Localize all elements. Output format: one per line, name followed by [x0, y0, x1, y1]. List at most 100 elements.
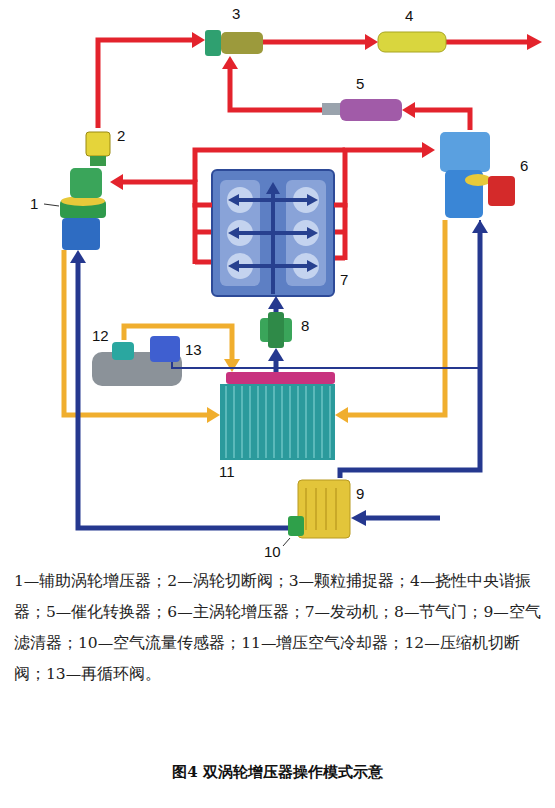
particle-trap-picture	[205, 30, 263, 56]
callout-number: 12	[92, 328, 109, 343]
catalyst-picture	[322, 99, 402, 121]
flow-connector	[268, 296, 284, 312]
resonator-picture	[378, 32, 446, 52]
leader-line	[283, 538, 290, 546]
engine: 7	[212, 170, 334, 296]
arrow-head	[266, 182, 280, 194]
arrow-head	[222, 56, 238, 69]
flow-connector	[402, 102, 470, 130]
arrow-head	[70, 250, 86, 263]
arrow-head	[192, 32, 205, 48]
arrow-head	[110, 174, 123, 190]
callout-number: 6	[520, 158, 528, 173]
flow-line	[230, 67, 322, 110]
catalyst-body	[340, 99, 402, 121]
flow-connector	[340, 220, 488, 478]
compressor-housing	[62, 218, 100, 250]
air-flow-sensor: 10	[288, 516, 304, 536]
callout-number: 3	[232, 6, 240, 21]
air-filter: 910	[285, 478, 350, 540]
cooler-core	[220, 384, 335, 460]
flow-line	[334, 150, 424, 205]
callout-number: 9	[356, 486, 364, 501]
throttle-picture	[260, 312, 292, 348]
flex-resonator: 4	[378, 31, 446, 53]
charge-air-cooler: 11	[220, 372, 335, 460]
callout-number: 11	[219, 464, 235, 479]
compressor-cutoff-valve: 12	[112, 340, 134, 360]
flow-connector	[110, 174, 212, 205]
arrow-head	[307, 194, 318, 206]
engine-block	[212, 170, 334, 296]
flow-line	[340, 231, 480, 478]
valve-assembly-picture	[92, 336, 182, 386]
flow-connector	[335, 220, 445, 423]
arrow-head	[268, 348, 284, 361]
recirculation-valve: 13	[150, 336, 180, 362]
cooler-tank	[226, 372, 335, 384]
flow-connector	[334, 142, 435, 205]
exhaust-pipe	[195, 203, 212, 264]
flow-connector	[172, 220, 480, 368]
exhaust-outlet	[446, 40, 528, 45]
turbine-housing	[440, 132, 490, 172]
callout-number: 8	[301, 318, 309, 333]
flow-sensor	[288, 516, 304, 536]
arrow-head	[422, 142, 435, 158]
air-inlet	[364, 516, 440, 521]
arrow-head	[365, 34, 378, 50]
turbo-wheel	[465, 174, 491, 186]
arrow-head	[207, 407, 220, 423]
auxiliary-turbocharger: 1	[60, 165, 110, 250]
flow-connector	[222, 56, 322, 110]
catalytic-converter: 5	[322, 97, 402, 121]
leader-lines	[44, 204, 290, 546]
arrow-head	[307, 260, 318, 272]
callout-number: 1	[30, 196, 38, 211]
cooler-fins	[226, 386, 330, 458]
intake-flow	[238, 194, 308, 294]
throttle: 8	[258, 312, 294, 348]
aux-turbo-picture	[60, 168, 106, 250]
arrow-head	[268, 296, 284, 309]
turbine-housing	[70, 168, 102, 198]
callout-number: 5	[356, 76, 364, 91]
flow-connector	[64, 250, 220, 423]
leader-line	[44, 204, 59, 206]
valve-base	[90, 156, 106, 166]
flow-line	[78, 261, 288, 528]
flow-line	[64, 250, 209, 415]
flow-line	[172, 220, 480, 368]
arrow-head	[228, 194, 239, 206]
flow-line	[124, 326, 232, 361]
compressor-cutoff-valve	[112, 342, 134, 360]
turbo-outlet	[488, 176, 515, 206]
callout-number: 7	[340, 272, 348, 287]
main-turbo-picture	[440, 132, 515, 218]
arrow-head	[335, 407, 348, 423]
callout-number: 4	[405, 8, 413, 23]
particle-trap: 3	[205, 28, 263, 56]
flow-connector	[70, 250, 288, 528]
arrow-head	[307, 227, 318, 239]
flow-line	[98, 40, 194, 128]
arrow-head	[228, 227, 239, 239]
flow-connector	[263, 34, 378, 50]
callout-number: 13	[185, 342, 202, 357]
flow-connector	[98, 32, 205, 128]
filter-ribs	[306, 488, 336, 530]
exhaust-manifold	[195, 42, 528, 264]
engine-picture	[212, 170, 334, 296]
air-filter-picture	[288, 480, 350, 538]
flow-connector	[124, 326, 240, 372]
arrow-head	[228, 260, 239, 272]
flow-line	[263, 40, 367, 45]
flow-line	[346, 220, 445, 415]
trap-body	[221, 32, 263, 54]
exhaust-pipe	[334, 203, 345, 260]
arrow-head	[224, 359, 240, 372]
figure-caption: 图4 双涡轮增压器操作模式示意	[0, 762, 555, 782]
callout-number: 2	[117, 128, 125, 143]
flow-line	[413, 110, 470, 130]
